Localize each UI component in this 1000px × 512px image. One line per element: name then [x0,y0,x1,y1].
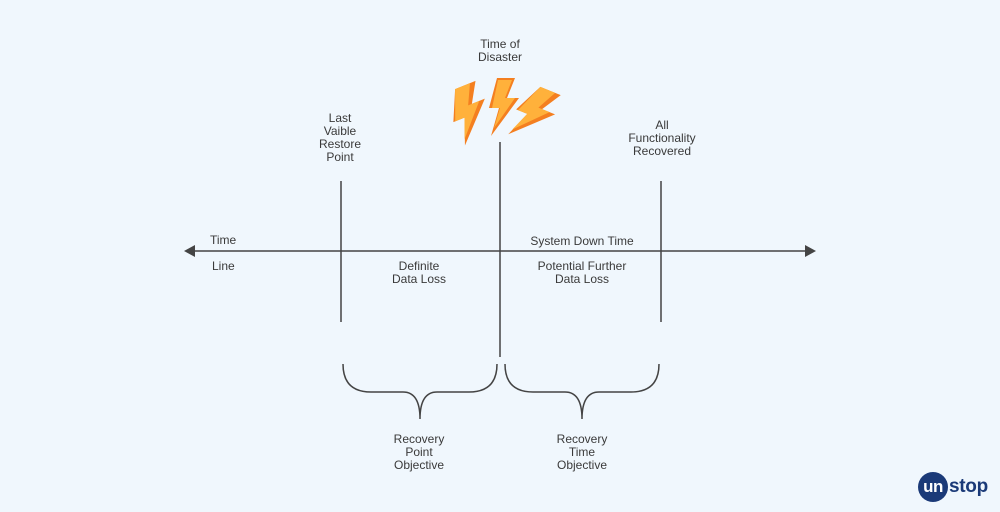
potential-further-data-loss-label: Potential Further Data Loss [537,259,627,286]
rpo-brace [342,363,498,420]
time-label: Time [210,233,237,247]
line-label: Line [212,259,235,273]
lightning-bolt-icon [489,78,519,136]
logo-text: stop [949,476,988,497]
lightning-bolt-icon [508,86,561,135]
unstop-logo: un stop [918,472,988,502]
definite-data-loss-label: Definite Data Loss [391,259,447,286]
arrow-left-icon [184,245,195,257]
logo-badge: un [918,472,948,502]
rto-brace [504,363,660,420]
time-of-disaster-label: Time of Disaster [477,37,522,64]
last-viable-restore-point-label: Last Vaible Restore Point [318,111,362,164]
system-down-time-label: System Down Time [530,234,634,248]
arrow-right-icon [805,245,816,257]
lightning-bolt-icon [453,80,485,146]
all-functionality-recovered-label: All Functionality Recovered [628,118,696,158]
recovery-point-objective-label: Recovery Point Objective [393,432,445,472]
recovery-time-objective-label: Recovery Time Objective [556,432,608,472]
